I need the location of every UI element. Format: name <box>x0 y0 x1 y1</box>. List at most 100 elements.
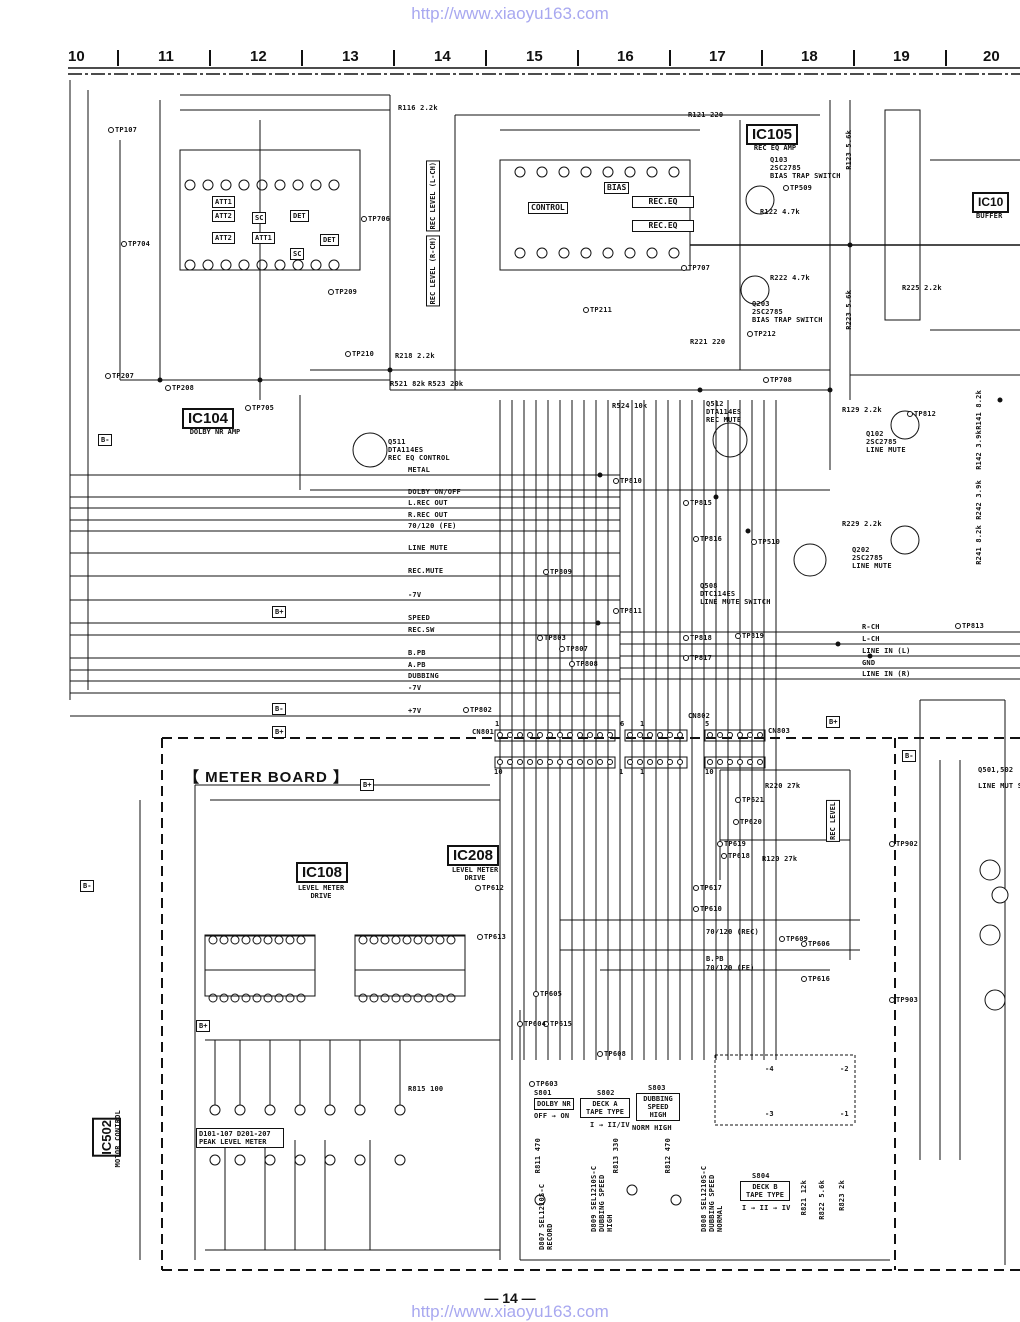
bus-label-right: LINE IN (R) <box>862 670 911 678</box>
ic104-pin <box>184 179 196 191</box>
ic104-pin <box>238 259 250 271</box>
ic108-pin <box>252 993 262 1003</box>
test-point-icon <box>328 289 334 295</box>
resistor-label: R821 12k <box>800 1180 808 1216</box>
ic105-pin <box>514 247 526 259</box>
connector-pin <box>637 732 643 738</box>
cn803-connector <box>704 756 766 769</box>
cn803-label: CN803 <box>768 727 791 735</box>
transistor-function: LINE MUTE SWITCH <box>700 598 771 606</box>
resistor-label: R223 5.6k <box>845 290 853 330</box>
connector-pin <box>657 759 663 765</box>
ic208-pin <box>391 993 401 1003</box>
ic104-pin <box>202 259 214 271</box>
test-point-label: TP208 <box>172 384 195 392</box>
ic108-pin <box>241 993 251 1003</box>
connector-pin <box>677 732 683 738</box>
d808-led-icon <box>670 1194 682 1206</box>
transistor-function: BIAS TRAP SWITCH <box>752 316 823 324</box>
d808-label: D808 SEL1210S-C DUBBING SPEED NORMAL <box>700 1165 724 1232</box>
bus-label: 70/120 (FE) <box>408 522 457 530</box>
watermark-url-bottom: http://www.xiaoyu163.com <box>411 1302 609 1321</box>
transistor-part: 2SC2785 <box>852 554 883 562</box>
test-point-icon <box>105 373 111 379</box>
ic105-pin <box>668 166 680 178</box>
test-point-icon <box>543 1021 549 1027</box>
test-point-icon <box>583 307 589 313</box>
connector-pin <box>737 732 743 738</box>
resistor-label: R225 2.2k <box>902 284 942 292</box>
connector-pin-number: 1 <box>640 768 645 776</box>
ic108-pin <box>208 993 218 1003</box>
led-icon <box>209 1154 221 1166</box>
connector-pin <box>737 759 743 765</box>
connector-pin <box>567 759 573 765</box>
test-point-label: TP604 <box>524 1020 547 1028</box>
connector-pin-number: 1 <box>619 768 624 776</box>
resistor-label: R823 2k <box>838 1180 846 1211</box>
connector-pin <box>527 732 533 738</box>
ic104-block: ATT2 <box>212 232 235 244</box>
ic208-pin <box>391 935 401 945</box>
ic208-pin <box>435 993 445 1003</box>
resistor-label: R521 82k <box>390 380 426 388</box>
test-point-label: TP621 <box>742 796 765 804</box>
supply-tag: B- <box>902 750 917 762</box>
meter-board-title: 【 METER BOARD 】 <box>184 769 350 786</box>
ic104-pin <box>256 179 268 191</box>
test-point-label: TP616 <box>808 975 831 983</box>
ic104-pin <box>328 179 340 191</box>
connector-pin-number: 5 <box>705 720 710 728</box>
connector-pin <box>637 759 643 765</box>
meter-signal-label: B.PB <box>706 955 724 963</box>
transistor-icon <box>979 924 1001 946</box>
transistor-part: DTA114ES <box>706 408 742 416</box>
connector-pin <box>517 732 523 738</box>
watermark-url-top: http://www.xiaoyu163.com <box>411 4 609 23</box>
ic108-pin <box>263 993 273 1003</box>
transistor-ref: Q202 <box>852 546 870 554</box>
test-point-icon <box>121 241 127 247</box>
test-point-label: TP210 <box>352 350 375 358</box>
ic104-pin <box>292 179 304 191</box>
junction-dot <box>997 397 1003 403</box>
ic105-bias-block: BIAS <box>604 182 630 194</box>
test-point-icon <box>477 934 483 940</box>
ic105-pin <box>536 247 548 259</box>
test-point-icon <box>613 478 619 484</box>
test-point-label: TP613 <box>484 933 507 941</box>
test-point-icon <box>693 885 699 891</box>
test-point-label: TP618 <box>728 852 751 860</box>
test-point-label: TP207 <box>112 372 135 380</box>
test-point-icon <box>693 906 699 912</box>
s803-detail: NORM HIGH <box>632 1124 672 1132</box>
d809-led-icon <box>626 1184 638 1196</box>
ic105-pin <box>668 247 680 259</box>
test-point-label: TP510 <box>758 538 781 546</box>
test-point-label: TP606 <box>808 940 831 948</box>
junction-dot <box>597 472 603 478</box>
test-point-label: TP706 <box>368 215 391 223</box>
resistor-label: R229 2.2k <box>842 520 882 528</box>
connector-pin-number: 1 <box>495 720 500 728</box>
peak-level-meter-label: D101-107 D201-207 PEAK LEVEL METER <box>196 1128 284 1148</box>
cn801-connector <box>494 729 616 742</box>
test-point-icon <box>717 841 723 847</box>
led-icon <box>324 1104 336 1116</box>
rec-level-l: REC LEVEL (L-CH) <box>426 160 440 232</box>
supply-tag: B+ <box>272 726 287 738</box>
test-point-label: TP610 <box>700 905 723 913</box>
meter-signal-label: 70/120 (FE) <box>706 964 755 972</box>
bus-label-right: LINE IN (L) <box>862 647 911 655</box>
ic104-pin <box>310 179 322 191</box>
ic104-block: ATT2 <box>212 210 235 222</box>
ic105-pin <box>558 247 570 259</box>
resistor-label: R129 2.2k <box>842 406 882 414</box>
bus-label-right: L-CH <box>862 635 880 643</box>
ic105-pin <box>536 166 548 178</box>
connector-pin <box>667 732 673 738</box>
ic104-pin <box>238 179 250 191</box>
supply-tag: B+ <box>360 779 375 791</box>
connector-pin <box>717 732 723 738</box>
ic108-pin <box>285 993 295 1003</box>
